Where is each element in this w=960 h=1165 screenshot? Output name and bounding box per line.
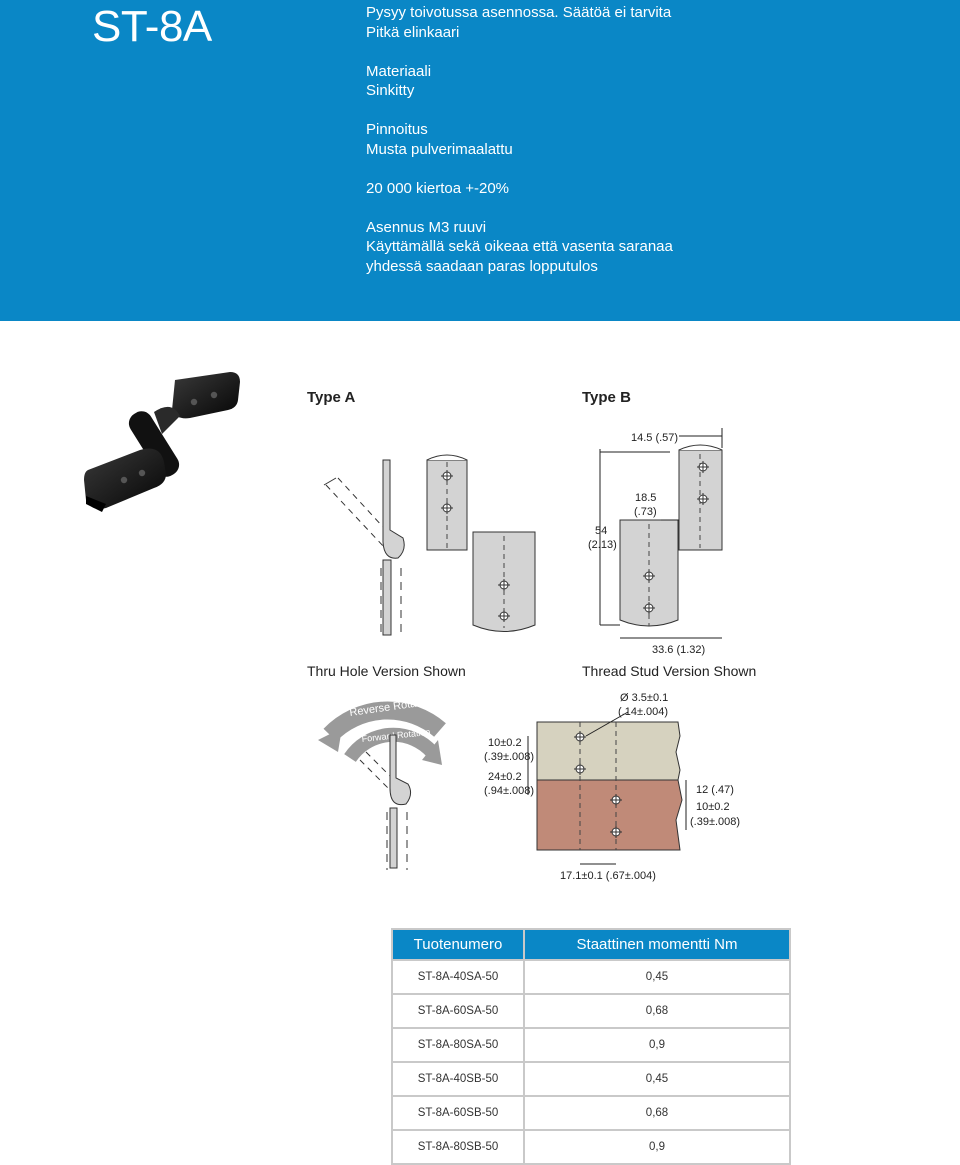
table-row: ST-8A-80SA-50 0,9 <box>391 1027 791 1063</box>
dim-d-1: 10±0.2 <box>696 801 730 813</box>
column-header: Tuotenumero <box>391 928 525 961</box>
table-row: ST-8A-80SB-50 0,9 <box>391 1129 791 1165</box>
spec-group: Pinnoitus Musta pulverimaalattu <box>366 120 673 159</box>
table-row: ST-8A-60SB-50 0,68 <box>391 1095 791 1131</box>
type-a-label: Type A <box>307 389 356 406</box>
technical-drawing: Type A Type B <box>307 389 756 882</box>
spec-group: Materiaali Sinkitty <box>366 62 673 101</box>
dim-leaf-2: (.73) <box>634 506 657 518</box>
dim-d-2: (.39±.008) <box>690 816 740 828</box>
table-row: ST-8A-60SA-50 0,68 <box>391 993 791 1029</box>
dim-c: 12 (.47) <box>696 784 734 796</box>
static-torque: 0,68 <box>523 993 791 1029</box>
table-header-row: Tuotenumero Staattinen momentti Nm <box>391 928 791 961</box>
table-row: ST-8A-40SA-50 0,45 <box>391 959 791 995</box>
hinge-photo <box>84 372 240 512</box>
dim-b-2: (.94±.008) <box>484 785 534 797</box>
product-code: ST-8A-40SB-50 <box>391 1061 525 1097</box>
product-code: ST-8A-80SB-50 <box>391 1129 525 1165</box>
spec-group: Asennus M3 ruuvi Käyttämällä sekä oikeaa… <box>366 218 673 277</box>
static-torque: 0,68 <box>523 1095 791 1131</box>
type-b-label: Type B <box>582 389 631 406</box>
spec-list: Pysyy toivotussa asennossa. Säätöä ei ta… <box>366 3 673 296</box>
spec-line: Pitkä elinkaari <box>366 23 460 41</box>
dim-a-1: 10±0.2 <box>488 737 522 749</box>
dim-span: 33.6 (1.32) <box>652 644 705 656</box>
dim-bottom: 17.1±0.1 (.67±.004) <box>560 870 656 882</box>
spec-line: Pinnoitus <box>366 121 428 138</box>
product-table: Tuotenumero Staattinen momentti Nm ST-8A… <box>391 928 791 1165</box>
product-code: ST-8A-40SA-50 <box>391 959 525 995</box>
product-code: ST-8A-80SA-50 <box>391 1027 525 1063</box>
dim-a-2: (.39±.008) <box>484 751 534 763</box>
static-torque: 0,9 <box>523 1027 791 1063</box>
header-banner: ST-8A Pysyy toivotussa asennossa. Säätöä… <box>0 0 960 321</box>
static-torque: 0,9 <box>523 1129 791 1165</box>
static-torque: 0,45 <box>523 1061 791 1097</box>
dim-height-2: (2.13) <box>588 539 617 551</box>
spec-line: Asennus M3 ruuvi <box>366 218 487 236</box>
spec-group: 20 000 kiertoa +-20% <box>366 179 673 199</box>
spec-line: Sinkitty <box>366 82 415 99</box>
spec-line: Materiaali <box>366 62 432 80</box>
type-b-front-view <box>599 428 723 639</box>
dim-leaf-1: 18.5 <box>635 492 656 504</box>
spec-line: Käyttämällä sekä oikeaa että vasenta sar… <box>366 238 673 255</box>
product-code: ST-8A-60SB-50 <box>391 1095 525 1131</box>
dim-hole-2: (.14±.004) <box>618 706 668 718</box>
spec-line: Musta pulverimaalattu <box>366 140 513 158</box>
dim-hole-1: Ø 3.5±0.1 <box>620 692 668 704</box>
spec-line: yhdessä saadaan paras lopputulos <box>366 257 598 275</box>
thread-stud-caption: Thread Stud Version Shown <box>582 663 756 679</box>
dim-height-1: 54 <box>595 525 607 537</box>
table-row: ST-8A-40SB-50 0,45 <box>391 1061 791 1097</box>
type-a-front-view <box>426 454 536 632</box>
spec-line: Pysyy toivotussa asennossa. Säätöä ei ta… <box>366 4 672 21</box>
dim-width: 14.5 (.57) <box>631 432 678 444</box>
mounting-plates <box>536 711 687 865</box>
model-title: ST-8A <box>92 2 212 51</box>
thru-hole-caption: Thru Hole Version Shown <box>307 663 466 679</box>
column-header: Staattinen momentti Nm <box>523 928 791 961</box>
static-torque: 0,45 <box>523 959 791 995</box>
product-code: ST-8A-60SA-50 <box>391 993 525 1029</box>
type-a-side-view <box>323 459 405 636</box>
spec-group: Pysyy toivotussa asennossa. Säätöä ei ta… <box>366 3 673 42</box>
dim-b-1: 24±0.2 <box>488 771 522 783</box>
spec-line: 20 000 kiertoa +-20% <box>366 179 510 197</box>
rotation-diagram: Reverse Rotation Forward Rotation <box>318 695 446 870</box>
